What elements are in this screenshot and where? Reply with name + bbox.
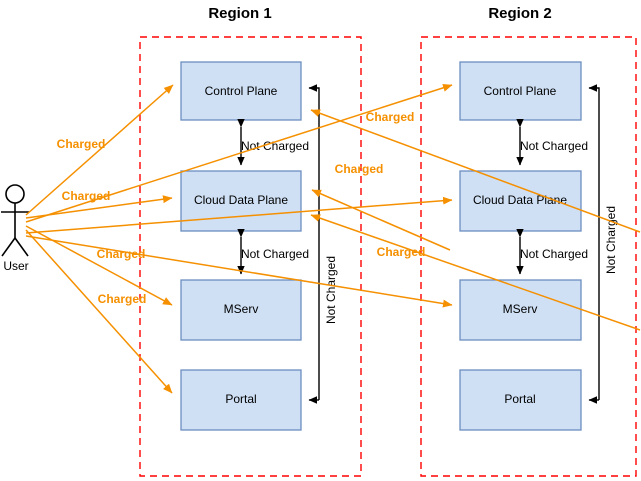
node-r2-mserv[interactable]: MServ bbox=[459, 279, 582, 341]
region-2-nodes: Control Plane Cloud Data Plane MServ Por… bbox=[459, 61, 582, 431]
charged-arrow-user-to-r1-portal bbox=[25, 229, 173, 394]
charged-arrow-r2-to-r1-cloud-data-plane bbox=[311, 189, 451, 251]
charged-label-r1-return-upper: Charged bbox=[335, 162, 384, 176]
link-label-r2-cdp-mserv: Not Charged bbox=[520, 247, 588, 261]
node-r2-portal[interactable]: Portal bbox=[459, 369, 582, 431]
user-actor-label: User bbox=[3, 259, 28, 273]
charged-label-user-r1-mserv: Charged bbox=[97, 247, 146, 261]
person-stick-figure-icon-leg-left bbox=[1, 237, 16, 257]
node-label: Control Plane bbox=[205, 84, 278, 98]
link-label-r1-cdp-mserv: Not Charged bbox=[241, 247, 309, 261]
node-r1-control-plane[interactable]: Control Plane bbox=[180, 61, 302, 121]
charged-arrow-user-to-r2-mserv bbox=[25, 235, 453, 308]
node-r1-cloud-data-plane[interactable]: Cloud Data Plane bbox=[180, 170, 302, 232]
charged-arrow-user-to-r2-control-plane bbox=[25, 83, 453, 223]
charged-label-user-r1-portal: Charged bbox=[98, 292, 147, 306]
region-1-nodes: Control Plane Cloud Data Plane MServ Por… bbox=[180, 61, 302, 431]
link-r2-portal-control-plane bbox=[588, 84, 600, 400]
charged-label-user-r1-control-plane: Charged bbox=[57, 137, 106, 151]
node-label: MServ bbox=[224, 302, 259, 316]
node-r2-cloud-data-plane[interactable]: Cloud Data Plane bbox=[459, 170, 582, 232]
region-1-title: Region 1 bbox=[208, 5, 271, 22]
charged-arrow-user-to-r1-control-plane bbox=[25, 84, 174, 216]
link-label-r2-cp-cdp: Not Charged bbox=[520, 139, 588, 153]
user-actor[interactable]: User bbox=[1, 184, 29, 273]
node-label: MServ bbox=[503, 302, 538, 316]
region-2-boundary bbox=[420, 36, 637, 477]
node-r2-control-plane[interactable]: Control Plane bbox=[459, 61, 582, 121]
node-label: Portal bbox=[504, 392, 535, 406]
charged-label-user-r2-control-plane: Charged bbox=[366, 110, 415, 124]
charged-arrow-user-to-r2-cloud-data-plane bbox=[25, 196, 453, 234]
link-label-r1-cp-cdp: Not Charged bbox=[241, 139, 309, 153]
charged-arrow-user-to-r1-mserv bbox=[25, 225, 173, 306]
node-label: Control Plane bbox=[484, 84, 557, 98]
node-r1-mserv[interactable]: MServ bbox=[180, 279, 302, 341]
region-2-title: Region 2 bbox=[488, 5, 551, 22]
charged-label-user-r2-mserv: Charged bbox=[377, 245, 426, 259]
node-r1-portal[interactable]: Portal bbox=[180, 369, 302, 431]
person-stick-figure-icon-leg-right bbox=[14, 237, 29, 257]
charged-arrow-return-to-r1-cloud-data-plane bbox=[310, 214, 641, 331]
link-r1-portal-control-plane bbox=[308, 84, 320, 400]
charged-label-user-r1-cloud-data-plane: Charged bbox=[62, 189, 111, 203]
node-label: Portal bbox=[225, 392, 256, 406]
person-stick-figure-icon-head bbox=[5, 184, 25, 204]
link-label-r2-portal-cp: Not Charged bbox=[604, 206, 618, 274]
region-1-boundary bbox=[139, 36, 362, 477]
link-label-r1-portal-cp: Not Charged bbox=[324, 256, 338, 324]
charged-arrow-return-to-r1-control-plane bbox=[310, 109, 641, 233]
node-label: Cloud Data Plane bbox=[194, 193, 288, 207]
